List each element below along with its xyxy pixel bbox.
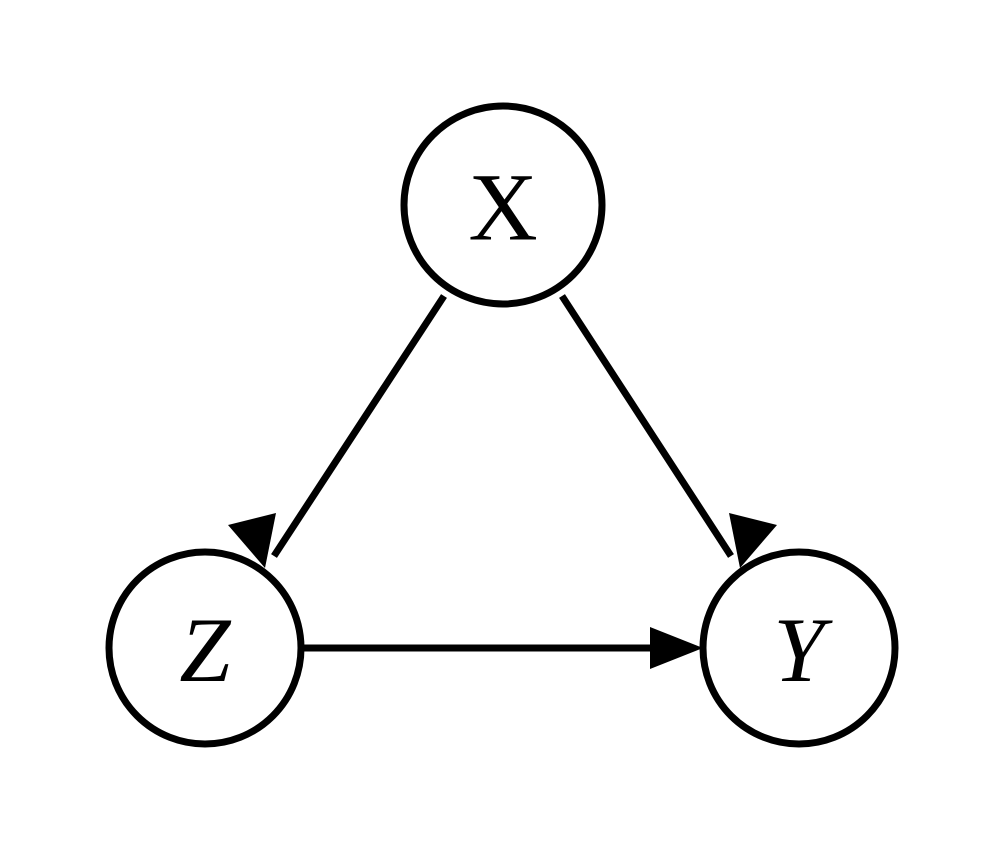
node-y-circle[interactable]	[699, 548, 899, 748]
node-x-circle[interactable]	[400, 102, 606, 308]
edge-x-to-y	[559, 294, 777, 568]
node-z[interactable]: Z	[105, 548, 305, 748]
edge-z-to-y	[303, 627, 703, 669]
node-x-label: X	[468, 154, 537, 261]
node-y-label: Y	[773, 599, 833, 701]
node-layer: X Z Y	[105, 102, 899, 748]
edge-x-to-z-line	[271, 294, 447, 558]
edge-z-to-y-arrowhead-icon	[650, 627, 703, 669]
node-z-label: Z	[179, 599, 231, 701]
edge-x-to-y-arrowhead-icon	[729, 513, 777, 568]
node-x[interactable]: X	[400, 102, 606, 308]
edge-layer	[228, 294, 777, 669]
edge-x-to-y-line	[559, 294, 734, 558]
edge-x-to-z	[228, 294, 447, 568]
edge-x-to-z-arrowhead-icon	[228, 513, 276, 568]
node-y[interactable]: Y	[699, 548, 899, 748]
node-z-circle[interactable]	[105, 548, 305, 748]
